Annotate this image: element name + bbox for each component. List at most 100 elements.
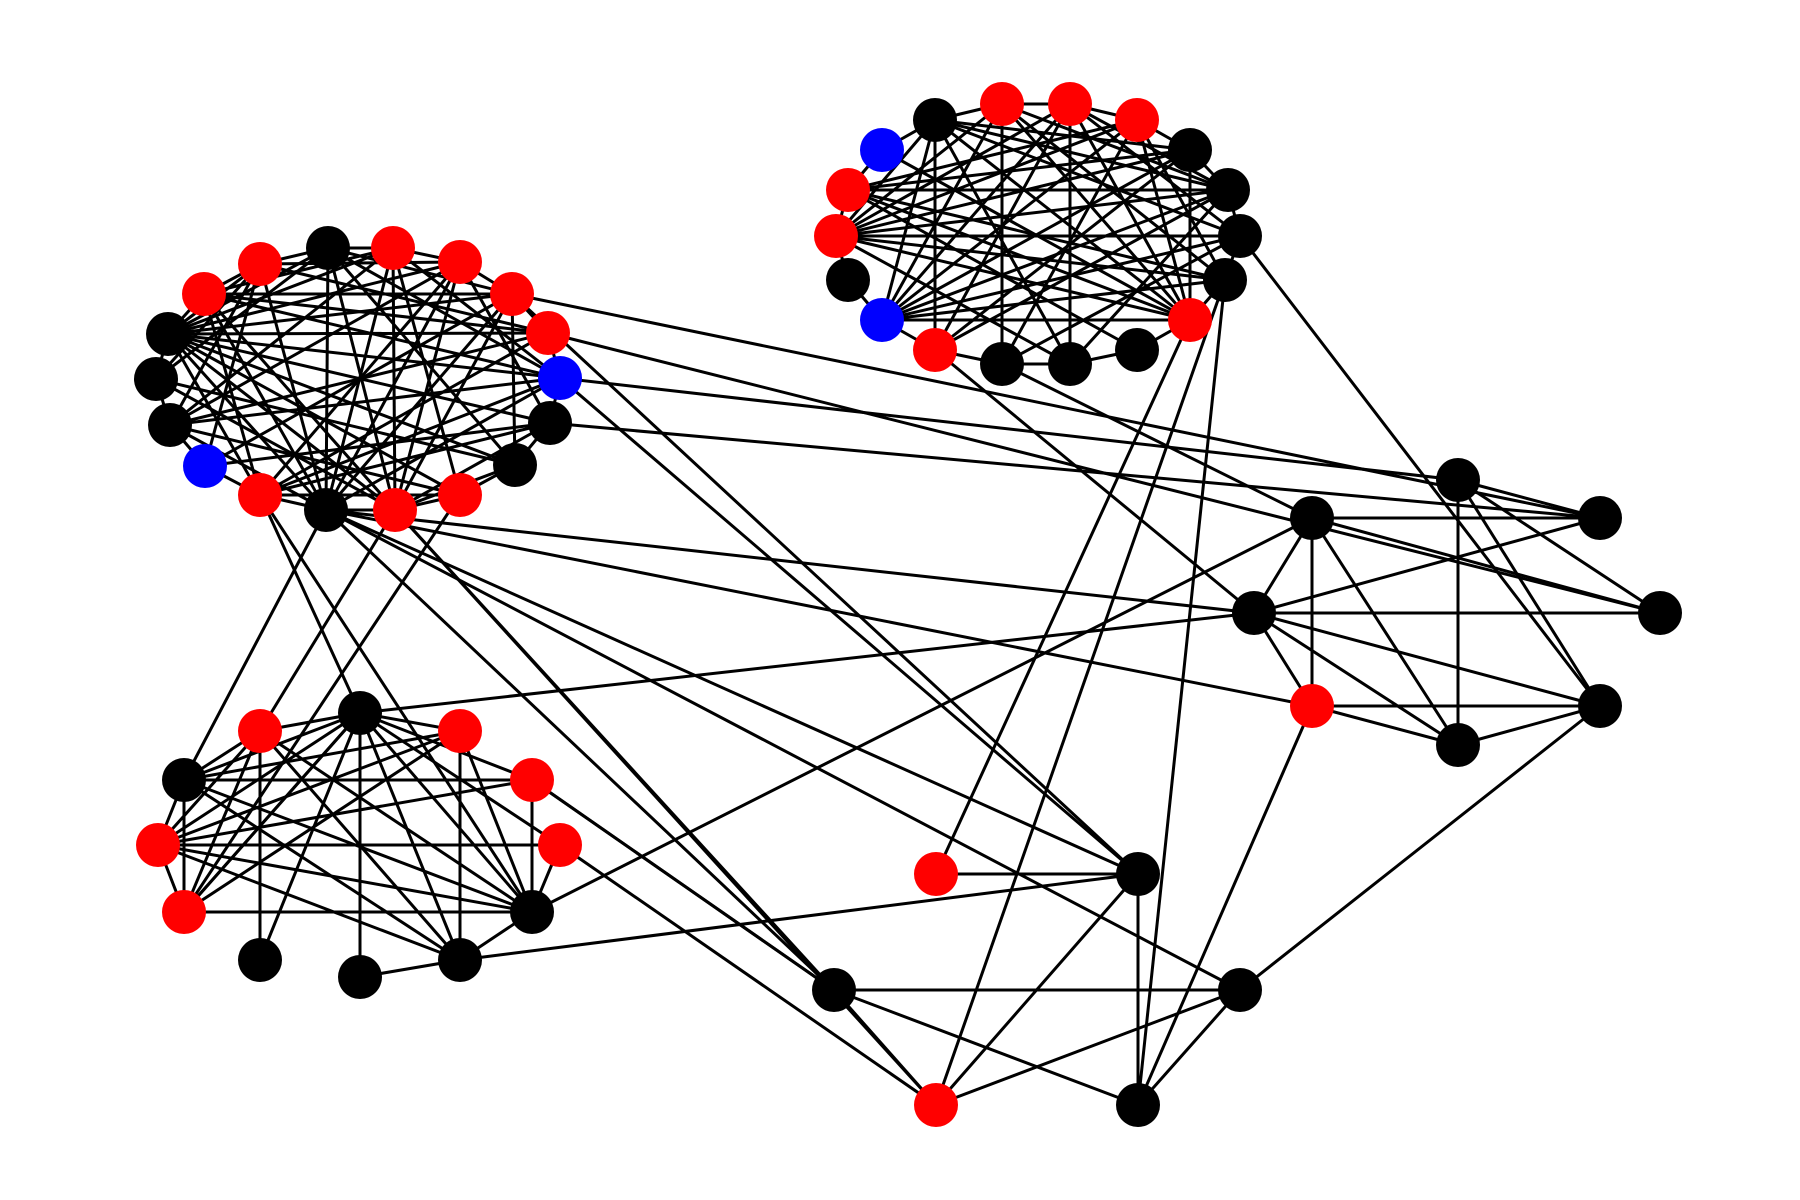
graph-node-black bbox=[493, 443, 537, 487]
graph-edge bbox=[1239, 704, 1601, 992]
graph-edge bbox=[934, 118, 1229, 192]
graph-edge bbox=[391, 247, 397, 511]
graph-edge bbox=[880, 119, 937, 321]
graph-edge bbox=[393, 261, 462, 511]
graph-edge bbox=[258, 494, 362, 714]
graph-node-red bbox=[826, 168, 870, 212]
graph-edge bbox=[559, 376, 1139, 876]
graph-node-black bbox=[304, 488, 348, 532]
graph-node-red bbox=[136, 823, 180, 867]
graph-edge bbox=[1253, 516, 1601, 615]
graph-edge bbox=[166, 332, 328, 512]
graph-edge bbox=[935, 988, 1241, 1107]
graph-node-black bbox=[1436, 458, 1480, 502]
graph-edge bbox=[359, 611, 1255, 715]
graph-edge bbox=[880, 103, 1072, 321]
graph-edge bbox=[1457, 704, 1601, 747]
graph-edge bbox=[835, 102, 1071, 238]
graph-edge bbox=[934, 873, 1140, 1106]
graph-edge bbox=[847, 118, 1138, 192]
graph-node-black bbox=[1116, 852, 1160, 896]
graph-node-blue bbox=[860, 128, 904, 172]
graph-node-black bbox=[238, 938, 282, 982]
graph-node-red bbox=[490, 272, 534, 316]
graph-edge bbox=[1457, 478, 1661, 615]
graph-edge bbox=[847, 148, 1191, 192]
graph-edge bbox=[259, 331, 549, 497]
graph-node-black bbox=[812, 968, 856, 1012]
graph-node-black bbox=[338, 955, 382, 999]
graph-edge bbox=[531, 516, 1313, 914]
graph-node-black bbox=[338, 691, 382, 735]
graph-edge bbox=[934, 319, 1192, 875]
graph-edge bbox=[847, 188, 1138, 352]
graph-node-black bbox=[1578, 684, 1622, 728]
graph-edge bbox=[167, 260, 461, 336]
graph-edge bbox=[259, 729, 533, 914]
graph-node-black bbox=[134, 357, 178, 401]
graph-node-black bbox=[438, 938, 482, 982]
graph-node-red bbox=[913, 328, 957, 372]
graph-edge bbox=[182, 494, 462, 913]
graph-edge bbox=[169, 423, 461, 497]
graph-node-black bbox=[1168, 128, 1212, 172]
graph-edge bbox=[203, 292, 549, 335]
graph-edge bbox=[835, 234, 1071, 366]
graph-node-red bbox=[1290, 684, 1334, 728]
graph-edge bbox=[1136, 989, 1242, 1106]
graph-edge bbox=[155, 377, 516, 467]
graph-edge bbox=[358, 712, 462, 961]
graph-node-red bbox=[438, 473, 482, 517]
graph-node-black bbox=[1048, 342, 1092, 386]
graph-edge bbox=[559, 376, 1459, 482]
graph-node-black bbox=[1436, 723, 1480, 767]
graph-node-black bbox=[826, 258, 870, 302]
graph-node-red bbox=[1115, 98, 1159, 142]
graph-node-black bbox=[528, 401, 572, 445]
graph-edge bbox=[510, 293, 517, 466]
graph-node-black bbox=[510, 890, 554, 934]
graph-edge bbox=[834, 119, 937, 237]
graph-edge bbox=[1136, 279, 1227, 1106]
graph-edge bbox=[1001, 362, 1313, 520]
graph-edge bbox=[835, 234, 1191, 322]
graph-node-red bbox=[182, 272, 226, 316]
graph-edge bbox=[258, 263, 328, 511]
graph-edge bbox=[258, 712, 362, 961]
graph-edge bbox=[202, 293, 397, 511]
graph-edge bbox=[259, 260, 461, 266]
graph-node-red bbox=[371, 226, 415, 270]
graph-node-black bbox=[1218, 214, 1262, 258]
graph-edge bbox=[881, 148, 1191, 322]
graph-node-black bbox=[148, 403, 192, 447]
graph-edge bbox=[881, 188, 1229, 322]
graph-edge bbox=[155, 377, 396, 512]
graph-node-red bbox=[914, 1083, 958, 1127]
graph-edge bbox=[934, 279, 1227, 1106]
graph-node-red bbox=[238, 242, 282, 286]
graph-edge bbox=[167, 332, 551, 425]
graph-edge bbox=[202, 293, 262, 496]
graph-edge bbox=[1238, 235, 1602, 707]
graph-node-red bbox=[438, 240, 482, 284]
graph-edge bbox=[169, 376, 561, 427]
graph-edge bbox=[157, 729, 461, 847]
graph-edge bbox=[835, 118, 1138, 238]
graph-node-red bbox=[1048, 82, 1092, 126]
graph-edge bbox=[358, 712, 534, 913]
graph-edge bbox=[258, 509, 397, 732]
graph-edge bbox=[167, 332, 461, 497]
graph-edge bbox=[325, 508, 1241, 992]
graph-node-red bbox=[238, 473, 282, 517]
graph-edge bbox=[169, 260, 461, 427]
graph-node-red bbox=[814, 214, 858, 258]
graph-edge bbox=[166, 333, 262, 496]
graph-edge bbox=[154, 262, 262, 381]
graph-edges bbox=[154, 102, 1661, 1107]
graph-node-black bbox=[980, 342, 1024, 386]
graph-edge bbox=[1253, 611, 1459, 747]
graph-edge bbox=[1000, 103, 1192, 321]
graph-node-blue bbox=[538, 356, 582, 400]
graph-edge bbox=[325, 508, 1139, 876]
